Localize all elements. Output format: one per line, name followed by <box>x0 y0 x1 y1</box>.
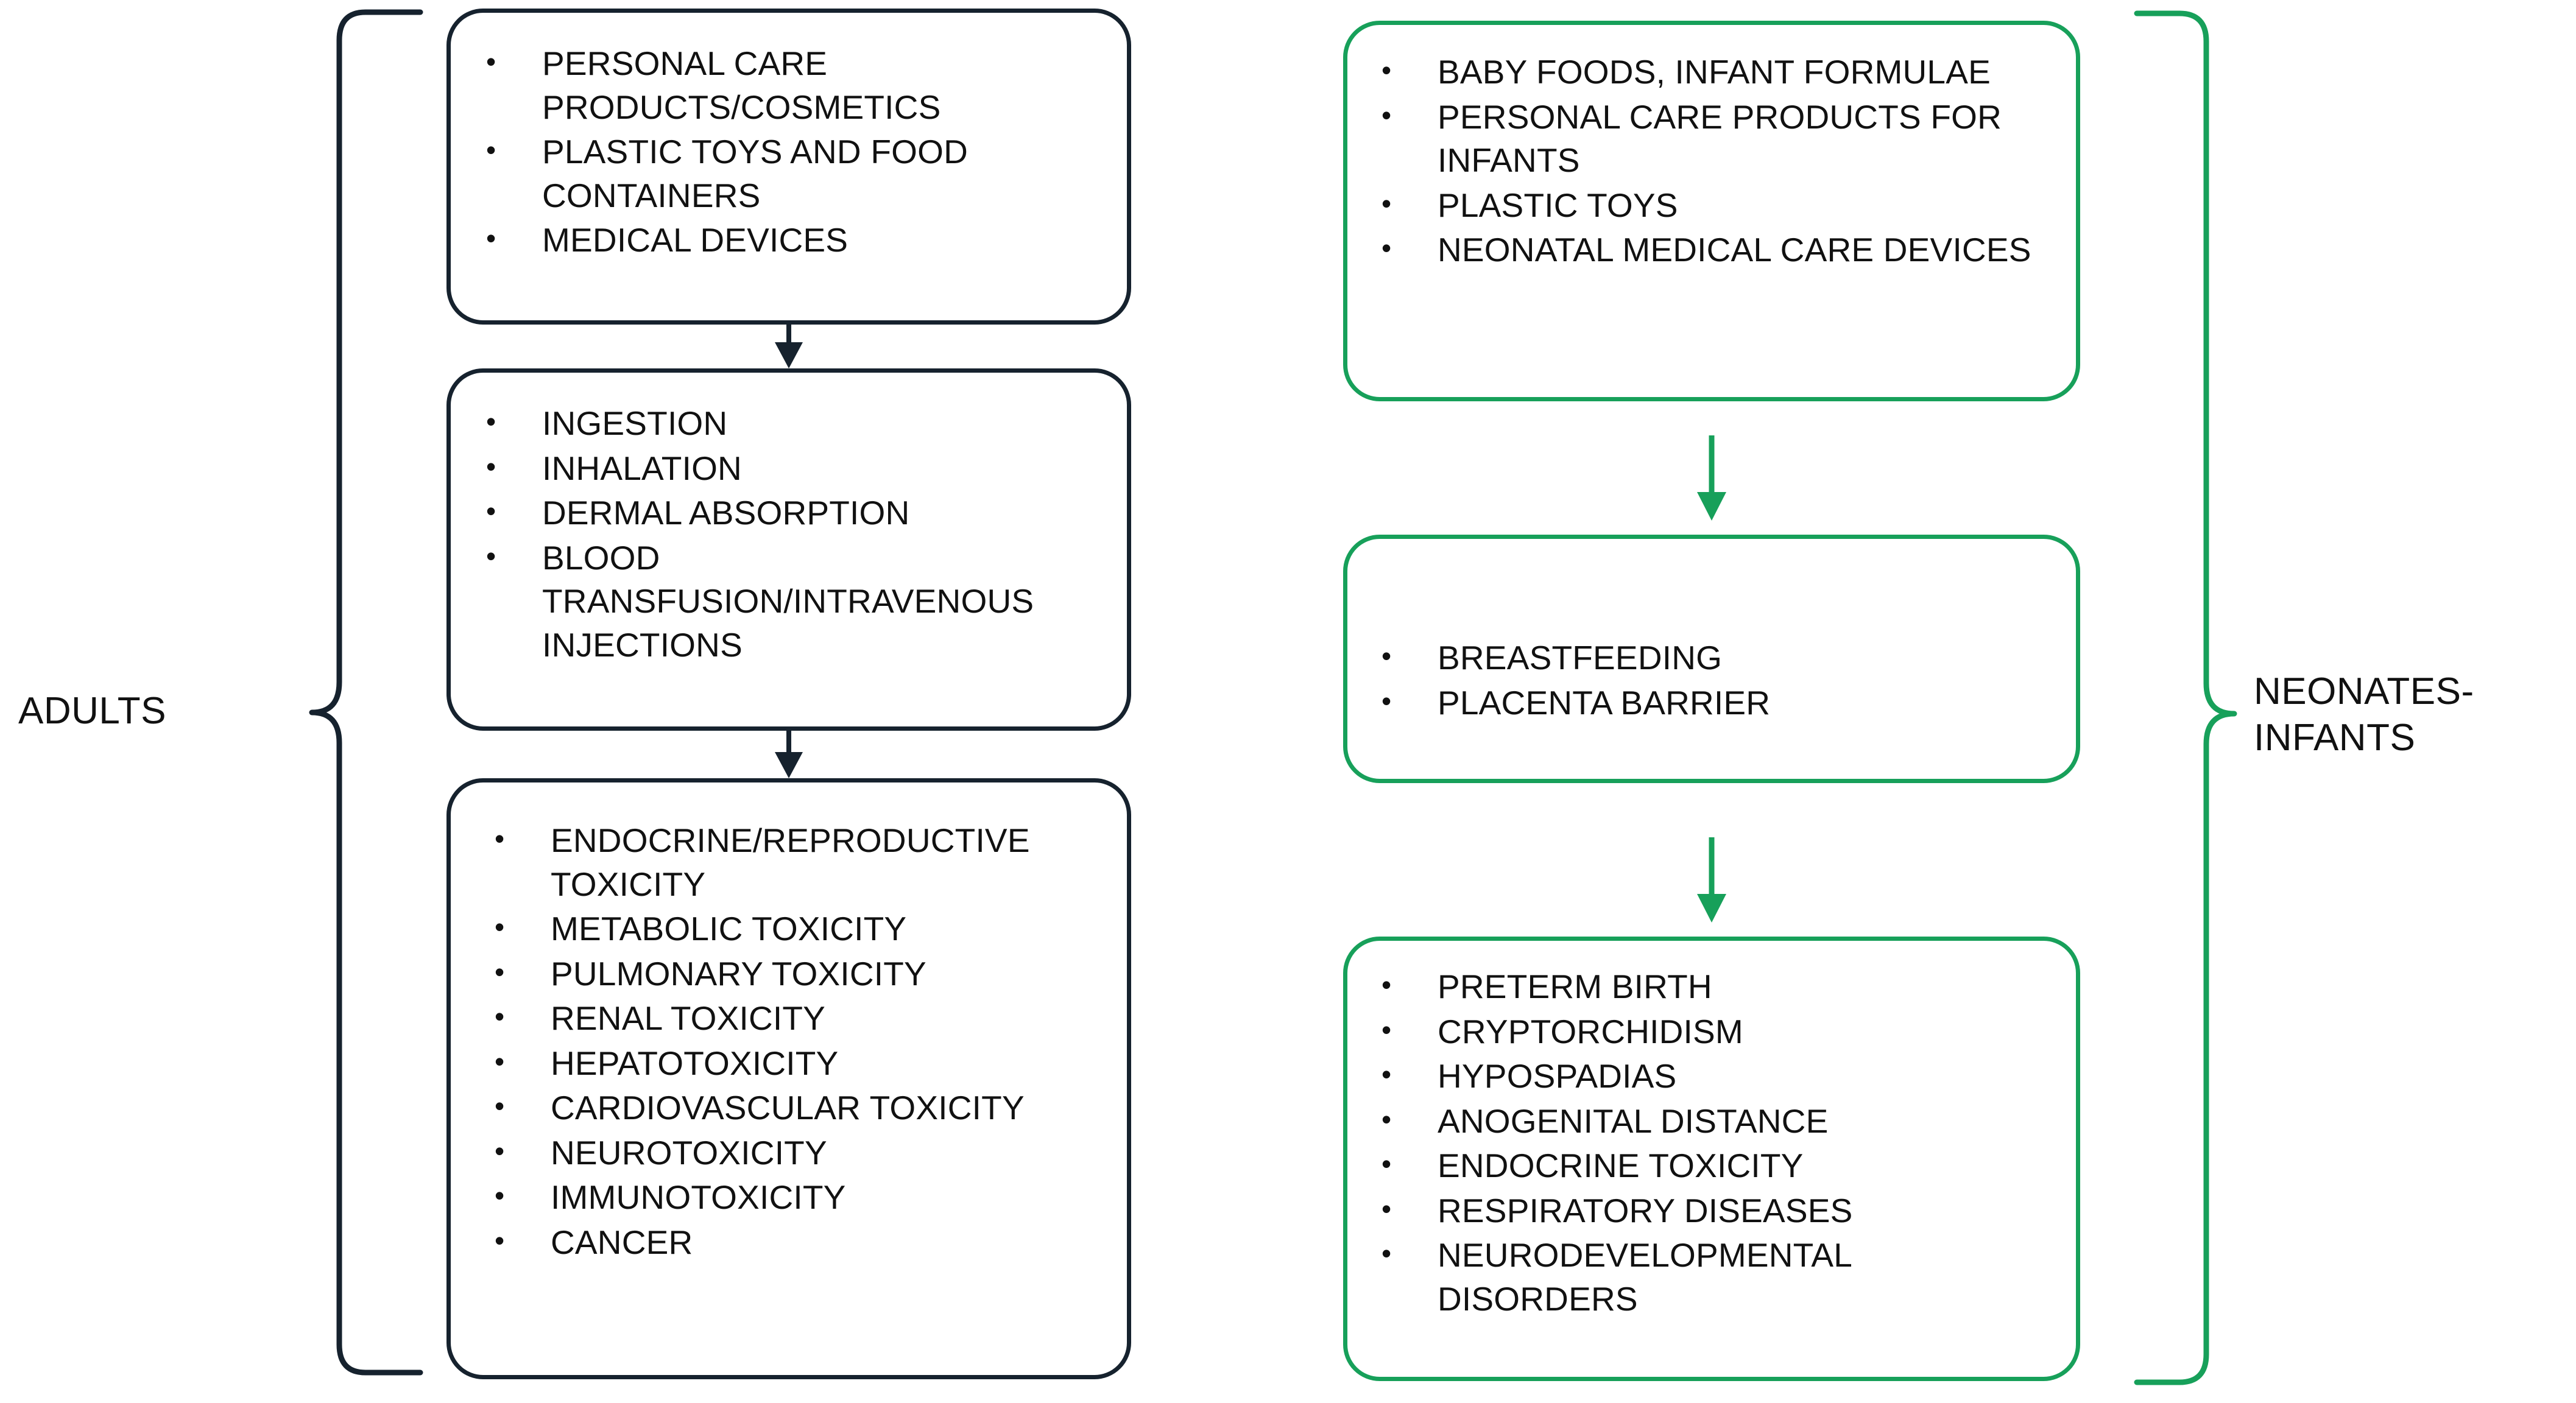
list-item: RESPIRATORY DISEASES <box>1358 1189 2052 1233</box>
list-item: PERSONAL CARE PRODUCTS FOR INFANTS <box>1358 96 2052 183</box>
adult-effects-list: ENDOCRINE/REPRODUCTIVE TOXICITY METABOLI… <box>451 782 1127 1264</box>
box-adult-routes: INGESTION INHALATION DERMAL ABSORPTION B… <box>446 368 1131 731</box>
list-item: CARDIOVASCULAR TOXICITY <box>471 1086 1103 1130</box>
list-item: ENDOCRINE/REPRODUCTIVE TOXICITY <box>471 819 1103 906</box>
neonate-arrow-1 <box>1697 435 1726 521</box>
list-item: NEURODEVELOPMENTAL DISORDERS <box>1358 1234 2052 1321</box>
list-item: PLASTIC TOYS <box>1358 184 2052 228</box>
list-item: INHALATION <box>463 447 1103 491</box>
adult-sources-list: PERSONAL CARE PRODUCTS/COSMETICS PLASTIC… <box>451 13 1127 262</box>
list-item: PLACENTA BARRIER <box>1358 681 2052 725</box>
list-item: HEPATOTOXICITY <box>471 1042 1103 1086</box>
list-item: IMMUNOTOXICITY <box>471 1176 1103 1220</box>
list-item: BREASTFEEDING <box>1358 636 2052 680</box>
list-item: PULMONARY TOXICITY <box>471 952 1103 996</box>
adult-arrow-1 <box>775 325 803 368</box>
adult-arrow-2 <box>775 731 803 778</box>
box-adult-effects: ENDOCRINE/REPRODUCTIVE TOXICITY METABOLI… <box>446 778 1131 1379</box>
box-adult-sources: PERSONAL CARE PRODUCTS/COSMETICS PLASTIC… <box>446 9 1131 325</box>
list-item: ANOGENITAL DISTANCE <box>1358 1100 2052 1144</box>
list-item: HYPOSPADIAS <box>1358 1055 2052 1099</box>
list-item: PERSONAL CARE PRODUCTS/COSMETICS <box>463 42 1103 129</box>
list-item: BLOOD TRANSFUSION/INTRAVENOUS INJECTIONS <box>463 536 1103 667</box>
list-item: ENDOCRINE TOXICITY <box>1358 1144 2052 1188</box>
neonates-brace-icon <box>2134 10 2237 1385</box>
group-label-adults: ADULTS <box>18 690 167 732</box>
neonate-arrow-2 <box>1697 837 1726 923</box>
adults-brace-icon <box>309 9 423 1376</box>
group-label-neonates: NEONATES- INFANTS <box>2254 670 2474 759</box>
adult-routes-list: INGESTION INHALATION DERMAL ABSORPTION B… <box>451 373 1127 667</box>
list-item: BABY FOODS, INFANT FORMULAE <box>1358 51 2052 94</box>
box-neonate-routes: BREASTFEEDING PLACENTA BARRIER <box>1343 535 2080 783</box>
list-item: CRYPTORCHIDISM <box>1358 1010 2052 1054</box>
neonate-sources-list: BABY FOODS, INFANT FORMULAE PERSONAL CAR… <box>1347 25 2076 272</box>
list-item: NEUROTOXICITY <box>471 1131 1103 1175</box>
neonate-routes-list: BREASTFEEDING PLACENTA BARRIER <box>1347 539 2076 725</box>
box-neonate-sources: BABY FOODS, INFANT FORMULAE PERSONAL CAR… <box>1343 21 2080 401</box>
box-neonate-effects: PRETERM BIRTH CRYPTORCHIDISM HYPOSPADIAS… <box>1343 937 2080 1381</box>
list-item: INGESTION <box>463 402 1103 446</box>
neonate-effects-list: PRETERM BIRTH CRYPTORCHIDISM HYPOSPADIAS… <box>1347 941 2076 1321</box>
list-item: NEONATAL MEDICAL CARE DEVICES <box>1358 228 2052 272</box>
list-item: CANCER <box>471 1221 1103 1265</box>
list-item: PLASTIC TOYS AND FOOD CONTAINERS <box>463 130 1103 217</box>
list-item: MEDICAL DEVICES <box>463 219 1103 262</box>
list-item: METABOLIC TOXICITY <box>471 907 1103 951</box>
list-item: PRETERM BIRTH <box>1358 965 2052 1009</box>
list-item: RENAL TOXICITY <box>471 997 1103 1041</box>
list-item: DERMAL ABSORPTION <box>463 491 1103 535</box>
